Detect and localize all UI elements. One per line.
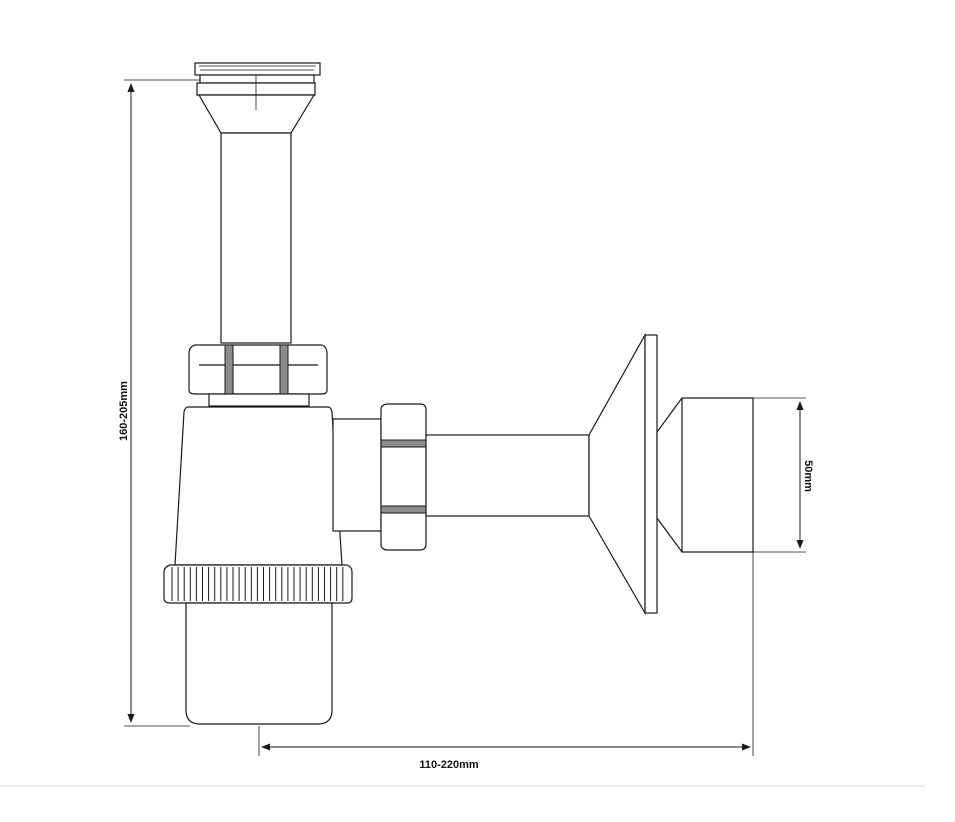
nut-band-left	[224, 344, 234, 395]
outlet-dimension: 50mm	[753, 397, 814, 553]
height-label: 160-205mm	[118, 381, 130, 441]
bottom-cup	[185, 602, 333, 725]
side-nut	[380, 403, 427, 551]
vertical-tube	[220, 75, 292, 344]
top-nut	[188, 344, 328, 407]
horizontal-pipe	[425, 434, 590, 517]
side-stub	[332, 418, 382, 532]
width-dimension: 110-220mm	[258, 552, 754, 771]
outlet-pipe	[656, 397, 754, 553]
knurled-ring	[163, 564, 353, 604]
drain-flange	[194, 62, 321, 96]
side-nut-band-top	[380, 439, 427, 448]
wall-rosette	[644, 334, 658, 614]
nut-band-right	[279, 344, 289, 395]
drain-funnel	[197, 94, 316, 134]
wall-cone	[588, 332, 646, 616]
side-nut-band-bottom	[380, 505, 427, 514]
outlet-label: 50mm	[802, 460, 814, 492]
bottle-body	[174, 406, 343, 566]
width-label: 110-220mm	[419, 759, 479, 771]
knurl-ridges	[171, 567, 344, 601]
height-dimension: 160-205mm	[118, 79, 200, 727]
